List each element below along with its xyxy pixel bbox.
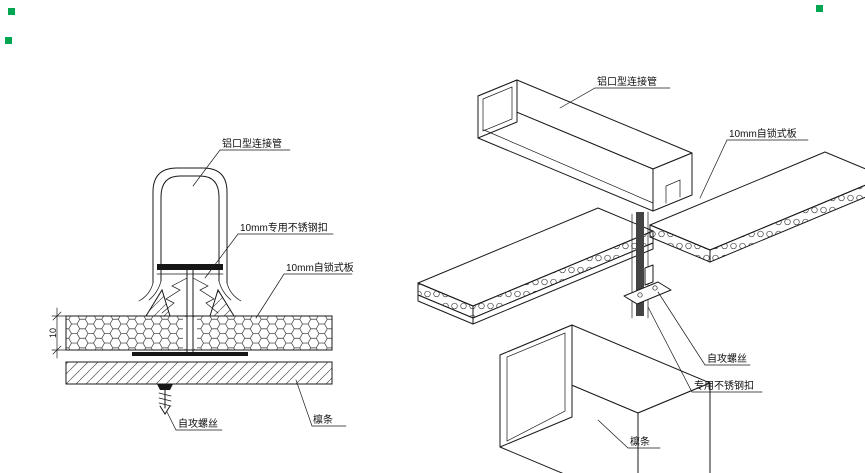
section-labels: 铝口型连接管 10mm专用不锈钢扣 10mm自锁式板 自攻螺丝 檩条: [166, 137, 354, 431]
isometric-view: 铝口型连接管 10mm自锁式板 自攻螺丝 专用不锈钢扣 檩条: [417, 75, 865, 473]
panel-honeycomb-section: [65, 315, 333, 351]
connector-tube-profile: [138, 167, 242, 302]
label-iso-screw: 自攻螺丝: [707, 352, 747, 365]
dimension-panel-thickness: 10: [48, 307, 67, 359]
label-iso-connector-tube: 铝口型连接管: [597, 75, 657, 88]
grip-marker-top-left[interactable]: [8, 8, 15, 15]
screw-profile: [157, 384, 173, 415]
dimension-value: 10: [48, 328, 58, 338]
steel-clip-profile: [132, 264, 248, 356]
iso-purlin: [499, 324, 711, 473]
section-view: 10 铝口型连接管 10mm专用不锈钢扣 10mm自锁式板 自攻螺丝 檩条: [48, 137, 354, 431]
purlin-section: [65, 361, 333, 385]
iso-connector-tube: [477, 79, 693, 212]
iso-right-panel: [649, 151, 865, 263]
label-purlin: 檩条: [313, 413, 333, 426]
panel-locking-ribs: [145, 288, 235, 317]
iso-left-panel: [417, 207, 654, 325]
clip-base-plate: [132, 352, 248, 356]
label-connector-tube: 铝口型连接管: [222, 137, 282, 150]
label-iso-panel: 10mm自锁式板: [729, 127, 797, 140]
label-panel: 10mm自锁式板: [286, 261, 354, 274]
label-iso-purlin: 檩条: [630, 435, 650, 448]
iso-steel-bracket: [623, 264, 672, 305]
label-screw: 自攻螺丝: [178, 417, 218, 430]
label-steel-clip: 10mm专用不锈钢扣: [240, 221, 328, 234]
isometric-labels: 铝口型连接管 10mm自锁式板 自攻螺丝 专用不锈钢扣 檩条: [559, 75, 809, 449]
label-iso-steel-clip: 专用不锈钢扣: [694, 379, 754, 392]
grip-marker-top-right[interactable]: [816, 5, 823, 12]
grip-marker-left[interactable]: [5, 37, 12, 44]
